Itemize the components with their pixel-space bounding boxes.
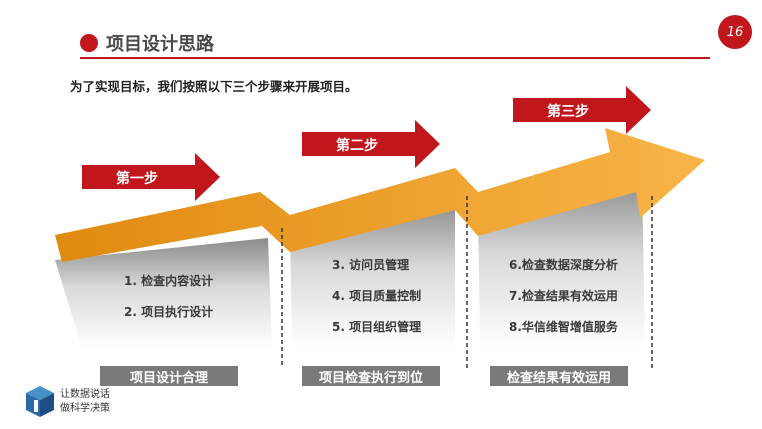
footer-label-3: 检查结果有效运用 [490, 366, 628, 386]
step-2-item-2: 4. 项目质量控制 [332, 289, 422, 303]
footer-label-1: 项目设计合理 [100, 366, 238, 386]
logo-line-2: 做科学决策 [60, 403, 110, 414]
step-3-item-1: 6.检查数据深度分析 [509, 258, 618, 272]
step-2-item-1: 3. 访问员管理 [332, 258, 410, 272]
step-2-item-3: 5. 项目组织管理 [332, 320, 422, 334]
step-3-item-2: 7.检查结果有效运用 [509, 289, 618, 303]
step-label-1: 第一步 [116, 171, 158, 187]
step-label-2: 第二步 [336, 138, 378, 154]
logo-slogan: 让数据说话 做科学决策 [60, 388, 110, 416]
footer-label-2: 项目检查执行到位 [302, 366, 440, 386]
step-1-item-1: 1. 检查内容设计 [124, 274, 214, 288]
step-arrow-1 [82, 153, 220, 201]
logo-line-1: 让数据说话 [60, 389, 110, 400]
step-label-3: 第三步 [547, 104, 589, 120]
title-bullet [80, 34, 98, 52]
step-1-item-2: 2. 项目执行设计 [124, 305, 214, 319]
step-arrow-3 [513, 86, 651, 134]
page-number-badge: 16 [718, 15, 752, 49]
page-title: 项目设计思路 [106, 34, 214, 55]
step-3-item-3: 8.华信维智增值服务 [509, 320, 618, 334]
growth-arrow [55, 128, 705, 262]
title-divider [80, 57, 710, 59]
logo-icon [26, 386, 54, 417]
intro-text: 为了实现目标，我们按照以下三个步骤来开展项目。 [70, 79, 358, 94]
step-arrow-2 [302, 120, 440, 168]
panel-step-1 [55, 238, 272, 348]
